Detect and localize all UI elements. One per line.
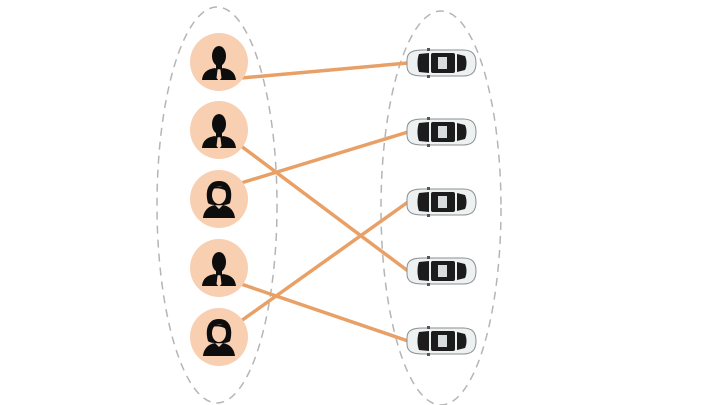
link-line (239, 200, 410, 323)
woman-icon (203, 181, 235, 218)
car-node (406, 256, 477, 286)
link-line (239, 144, 410, 273)
man-icon (202, 46, 236, 81)
cars-group-outline (380, 10, 502, 405)
person-node (190, 170, 248, 228)
car-icon (406, 256, 477, 286)
car-icon (406, 187, 477, 217)
person-node (190, 101, 248, 159)
link-line (239, 61, 410, 80)
car-node (406, 187, 477, 217)
man-icon (202, 114, 236, 149)
link-line (239, 282, 410, 343)
woman-icon (203, 319, 235, 356)
car-node (406, 326, 477, 356)
car-node (406, 48, 477, 78)
person-node (190, 33, 248, 91)
link-line (239, 130, 410, 185)
person-node (190, 308, 248, 366)
car-node (406, 117, 477, 147)
car-icon (406, 117, 477, 147)
car-icon (406, 48, 477, 78)
people-group-outline (156, 6, 278, 404)
car-icon (406, 326, 477, 356)
person-node (190, 239, 248, 297)
man-icon (202, 252, 236, 287)
